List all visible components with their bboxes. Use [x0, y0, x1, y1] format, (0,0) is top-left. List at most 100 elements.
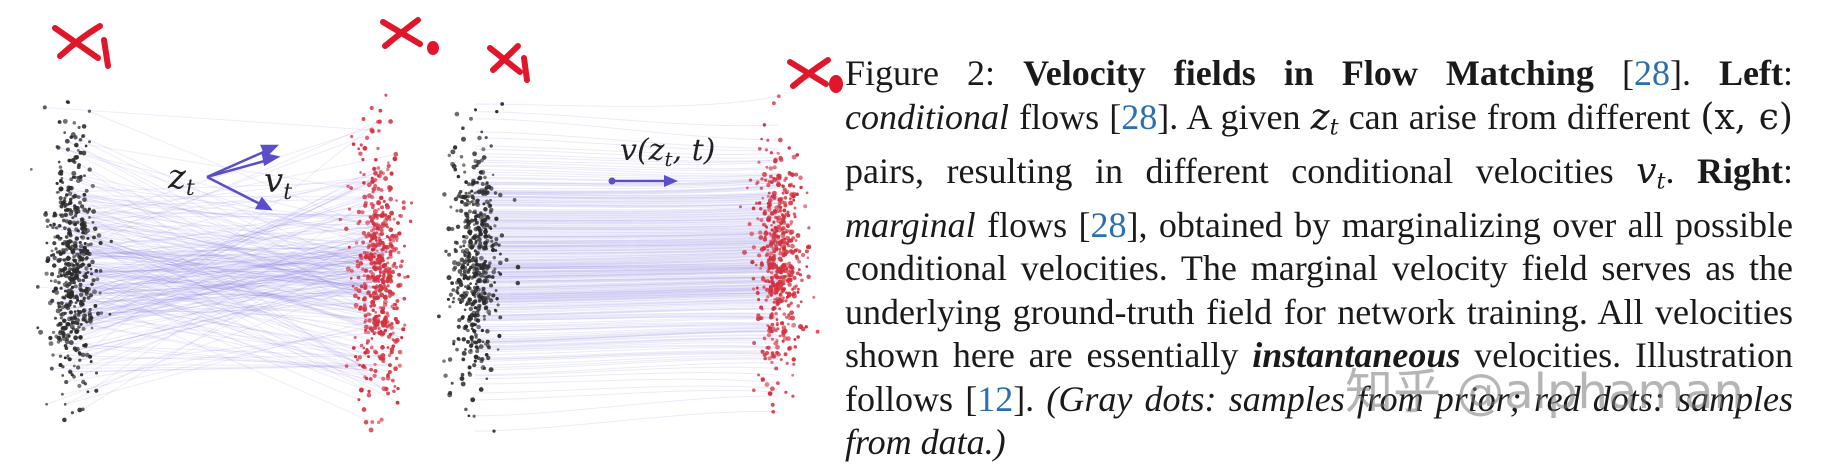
prior-dot: [64, 380, 68, 384]
data-dot: [372, 232, 377, 237]
data-dot: [357, 398, 360, 401]
prior-dot: [493, 268, 496, 271]
prior-dot: [483, 315, 486, 318]
prior-dot: [49, 224, 52, 227]
prior-dot: [471, 327, 474, 330]
data-dot: [759, 218, 763, 222]
prior-dot: [468, 349, 473, 354]
prior-dot: [474, 200, 479, 205]
data-dot: [369, 294, 373, 298]
prior-dot: [473, 235, 476, 238]
data-dot: [362, 407, 367, 412]
data-dot: [394, 265, 398, 269]
prior-dot: [467, 182, 471, 186]
prior-dot: [468, 210, 472, 214]
data-dot: [357, 210, 361, 214]
data-dot: [767, 356, 771, 360]
data-dot: [369, 261, 373, 265]
prior-dot: [69, 340, 74, 345]
data-dot: [789, 197, 792, 200]
data-dot: [370, 420, 374, 424]
marginal-term: marginal: [845, 205, 976, 245]
prior-dot: [71, 320, 75, 324]
data-dot: [385, 324, 389, 328]
prior-dot: [78, 271, 81, 274]
prior-dot: [452, 297, 455, 300]
prior-dot: [498, 193, 502, 197]
data-dot: [769, 196, 772, 199]
data-dot: [377, 266, 381, 270]
citation-12[interactable]: 12: [977, 379, 1013, 419]
prior-dot: [82, 197, 87, 202]
data-dot: [780, 321, 784, 325]
prior-dot: [478, 232, 483, 237]
prior-dot: [516, 265, 521, 270]
prior-dot: [474, 249, 477, 252]
data-dot: [771, 403, 775, 407]
prior-dot: [95, 371, 98, 374]
data-dot: [393, 157, 397, 161]
citation-28c[interactable]: 28: [1090, 205, 1126, 245]
data-dot: [759, 317, 762, 320]
prior-dot: [491, 293, 495, 297]
prior-dot: [470, 190, 473, 193]
citation-28b[interactable]: 28: [1121, 97, 1157, 137]
data-dot: [390, 250, 393, 253]
data-dot: [381, 377, 385, 381]
prior-dot: [69, 310, 73, 314]
data-dot: [398, 350, 403, 355]
prior-dot: [516, 281, 520, 285]
prior-dot: [471, 323, 475, 327]
data-dot: [816, 330, 820, 334]
data-dot: [782, 208, 786, 212]
prior-dot: [73, 335, 78, 340]
prior-dot: [80, 236, 83, 239]
data-dot: [369, 240, 372, 243]
prior-dot: [489, 199, 492, 202]
prior-dot: [455, 209, 458, 212]
prior-dot: [444, 250, 447, 253]
prior-dot: [467, 201, 471, 205]
prior-dot: [49, 341, 54, 346]
prior-dot: [57, 275, 60, 278]
prior-dot: [483, 300, 486, 303]
data-dot: [390, 322, 394, 326]
prior-dot: [72, 220, 77, 225]
data-dot: [772, 165, 776, 169]
data-dot: [756, 287, 759, 290]
prior-dot: [493, 256, 496, 259]
prior-dot: [82, 223, 87, 228]
prior-dot: [500, 233, 504, 237]
data-dot: [356, 264, 361, 269]
data-dot: [752, 287, 755, 290]
prior-dot: [498, 315, 502, 319]
citation-28[interactable]: 28: [1634, 53, 1670, 93]
prior-dot: [46, 225, 49, 228]
prior-dot: [56, 145, 59, 148]
prior-dot: [59, 363, 63, 367]
data-dot: [361, 241, 365, 245]
prior-dot: [65, 302, 69, 306]
data-dot: [756, 217, 759, 220]
prior-dot: [460, 200, 464, 204]
data-dot: [349, 186, 353, 190]
prior-dot: [86, 237, 89, 240]
prior-dot: [76, 365, 80, 369]
prior-dot: [471, 183, 475, 187]
prior-dot: [76, 248, 79, 251]
data-dot: [776, 270, 780, 274]
prior-dot: [479, 215, 484, 220]
data-dot: [788, 229, 791, 232]
prior-dot: [45, 272, 49, 276]
prior-dot: [58, 331, 63, 336]
data-dot: [803, 204, 807, 208]
data-dot: [774, 292, 777, 295]
data-dot: [379, 271, 382, 274]
data-dot: [772, 101, 776, 105]
prior-dot: [446, 226, 451, 231]
data-dot: [770, 262, 774, 266]
prior-dot: [460, 376, 465, 381]
prior-dot: [497, 303, 500, 306]
data-dot: [376, 147, 379, 150]
prior-dot: [473, 192, 476, 195]
